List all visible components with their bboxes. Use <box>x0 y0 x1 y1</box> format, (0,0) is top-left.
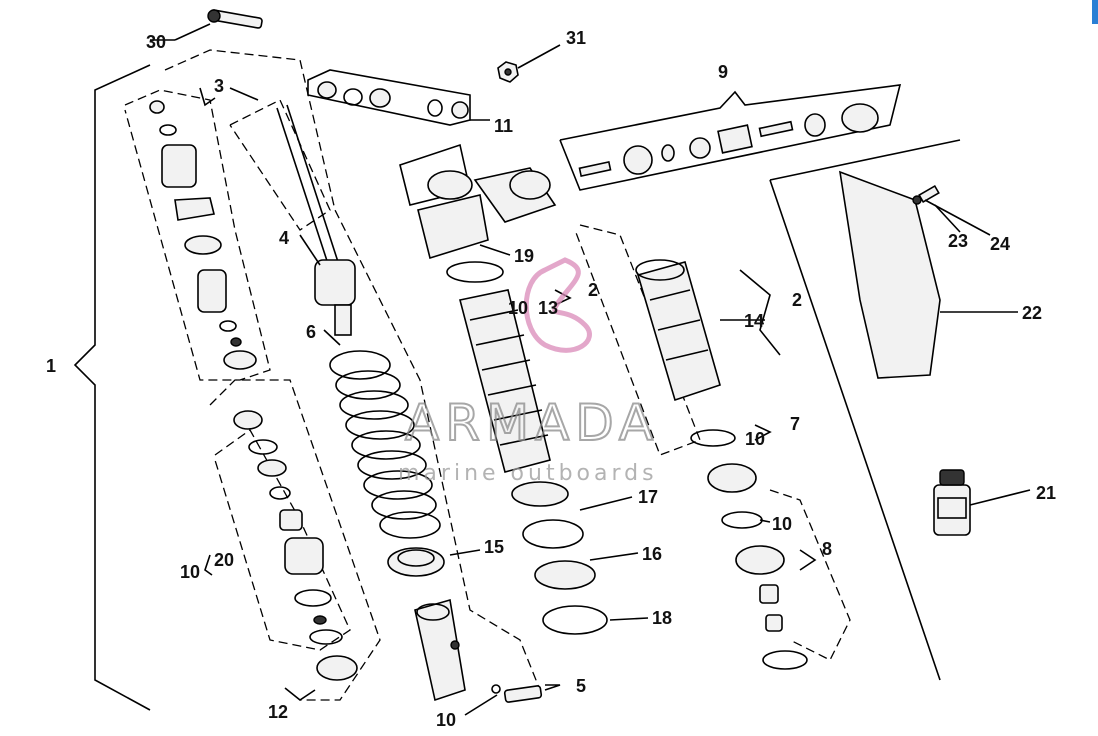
lock-rings <box>511 481 608 635</box>
corner-accent <box>1092 0 1098 24</box>
damper-body <box>446 261 551 473</box>
watermark-brand: ARMADA <box>405 394 659 452</box>
top-mount-19 <box>399 143 557 260</box>
group-1-bracket <box>73 64 151 711</box>
mud-guard-22 <box>769 139 961 681</box>
callout-9: 9 <box>718 62 728 82</box>
callout-16: 16 <box>642 544 662 564</box>
watermark-logo-icon <box>523 257 592 353</box>
callout-17: 17 <box>638 487 658 507</box>
rebound-stack-12 <box>233 410 358 681</box>
bushing-set-11 <box>307 69 471 126</box>
callout-12: 12 <box>268 702 288 722</box>
coil-spring-6 <box>329 350 441 539</box>
callout-2b: 2 <box>792 290 802 310</box>
callout-13: 13 <box>538 298 558 318</box>
reservoir-cap-7 <box>690 429 808 670</box>
callout-19: 19 <box>514 246 534 266</box>
lower-clevis-5 <box>414 598 543 703</box>
callout-15: 15 <box>484 537 504 557</box>
callout-5: 5 <box>576 676 586 696</box>
callout-2a: 2 <box>588 280 598 300</box>
callout-labels: 30 31 9 3 11 4 6 1 19 2 10 13 2 14 22 23… <box>46 28 1056 730</box>
valve-assembly-9 <box>559 84 902 191</box>
callout-21: 21 <box>1036 483 1056 503</box>
compression-stack-3 <box>149 100 257 370</box>
callout-30: 30 <box>146 32 166 52</box>
callout-23: 23 <box>948 231 968 251</box>
callout-14: 14 <box>744 311 764 331</box>
callout-1: 1 <box>46 356 56 376</box>
callout-10e: 10 <box>436 710 456 730</box>
bolt-30 <box>207 9 263 29</box>
callout-8: 8 <box>822 539 832 559</box>
callout-10b: 10 <box>745 429 765 449</box>
piston-rod-4 <box>276 104 356 336</box>
callout-22: 22 <box>1022 303 1042 323</box>
callout-3: 3 <box>214 76 224 96</box>
nut-31 <box>497 61 519 83</box>
callout-10c: 10 <box>772 514 792 534</box>
callout-20: 20 <box>214 550 234 570</box>
callout-4: 4 <box>279 228 289 248</box>
callout-18: 18 <box>652 608 672 628</box>
callout-11: 11 <box>494 116 513 136</box>
watermark-tagline: marine outboards <box>398 461 658 486</box>
watermark: ARMADA marine outboards <box>398 257 659 486</box>
callout-6: 6 <box>306 322 316 342</box>
callout-31: 31 <box>566 28 586 48</box>
callout-10d: 10 <box>180 562 200 582</box>
oil-bottle-21 <box>933 469 971 536</box>
callout-7: 7 <box>790 414 800 434</box>
group-outline-dashed <box>124 49 851 701</box>
spring-seat-15 <box>387 547 445 577</box>
leader-lines <box>150 39 1031 716</box>
bump-boot-14 <box>635 259 721 402</box>
callout-10a: 10 <box>508 298 528 318</box>
callout-24: 24 <box>990 234 1010 254</box>
